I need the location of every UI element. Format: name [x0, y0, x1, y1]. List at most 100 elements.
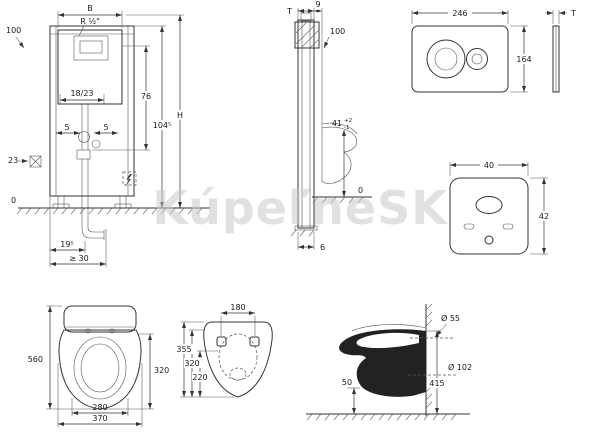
- big-flush-button-outer: [426, 39, 466, 79]
- hidden-bowl-edge: [218, 333, 258, 381]
- fitting-circle: [78, 131, 90, 143]
- mat-oval-hole: [475, 196, 503, 214]
- dim-100-side: 100: [330, 27, 345, 36]
- dim-42: 42: [539, 212, 549, 221]
- ext-bottom: [49, 196, 107, 267]
- raw-floor-hatching: [290, 229, 315, 237]
- dim-415: 415: [429, 379, 444, 388]
- side-foot-plate: [294, 225, 318, 231]
- fitting-circle-2: [91, 139, 101, 149]
- mat-slot-left: [463, 223, 475, 230]
- dim-55: Ø 55: [441, 313, 460, 323]
- bowl-side-outline: [321, 126, 357, 184]
- dim-100: 100: [6, 26, 21, 35]
- flush-pipe: [81, 104, 89, 228]
- hinge-left: [85, 328, 91, 334]
- mat-outline: [449, 177, 529, 255]
- mat-slot-right: [502, 223, 514, 230]
- top-extension-lines: [57, 11, 184, 28]
- watermark: KúpeľneSK: [152, 181, 449, 235]
- frame-side-view: T 9 100 41 +2 -1 0 6: [286, 0, 372, 252]
- seat-profile-line: [351, 324, 427, 332]
- seat-side-line: [321, 122, 358, 135]
- ext-320-plan: [104, 333, 154, 410]
- dim-5-right: 5: [103, 123, 108, 132]
- tank-hatching: [295, 22, 319, 49]
- ext-plate-T: [552, 10, 560, 24]
- dim-B: B: [87, 4, 93, 13]
- bottom-outline: [203, 321, 273, 398]
- foot-plate-right: [114, 203, 132, 209]
- toilet-bottom-view: 180 355 320 220: [176, 303, 273, 398]
- inspection-opening: [73, 35, 109, 61]
- finished-floor-hatching: [312, 196, 364, 204]
- label-bg-320-bottom: [184, 358, 201, 368]
- foot-plate-left: [52, 203, 70, 209]
- dim-0: 0: [11, 196, 16, 205]
- r-half-leader: [78, 25, 85, 37]
- label-bg-40: [480, 160, 498, 170]
- connection-box-cross: [29, 155, 42, 168]
- dim-280: 280: [92, 403, 107, 412]
- dim-320-plan: 320: [154, 366, 169, 375]
- dim-50: 50: [342, 378, 352, 387]
- dim-23: 23: [8, 156, 18, 165]
- dim-246: 246: [452, 9, 467, 18]
- dim-plate-T: T: [570, 9, 576, 18]
- dim-104-5: 104⁵: [153, 121, 171, 130]
- dim-6: 6: [320, 243, 325, 252]
- ref-100-arrow: [15, 36, 25, 49]
- cistern-box: [57, 29, 123, 105]
- profile-outline: [297, 19, 315, 229]
- dim-19-5: 19⁵: [60, 240, 73, 249]
- mat-round-hole: [484, 235, 494, 245]
- seat-ring-inner: [80, 343, 120, 393]
- frame-outline: [49, 25, 135, 197]
- dim-R-half: R ½": [80, 17, 100, 26]
- ext-370: [57, 363, 143, 427]
- label-bg-104-5: [151, 120, 173, 130]
- flush-plate-side-view: T: [545, 9, 576, 93]
- small-flush-button-inner: [471, 53, 483, 65]
- bowl-plan-outline: [58, 329, 142, 410]
- insulation-mat-view: 40 42: [449, 160, 555, 255]
- drain-elbow: [81, 227, 107, 241]
- small-flush-button-outer: [466, 48, 488, 70]
- flash-icon: [125, 174, 132, 186]
- label-bg-76: [138, 91, 154, 101]
- cistern-front-view: B R ½" 100 18/23 5 5 23 0 76 104⁵ H 19⁵ …: [6, 4, 210, 267]
- toilet-plan-view: 560 320 280 370: [28, 305, 169, 427]
- ext-560: [46, 305, 96, 410]
- label-bg-164: [513, 54, 535, 64]
- dim-76: 76: [141, 92, 151, 101]
- dim-5-left: 5: [64, 123, 69, 132]
- ext-180: [220, 316, 256, 336]
- ref-100-arrow-side: [323, 36, 330, 49]
- dim-9: 9: [315, 0, 320, 9]
- label-bg-355: [176, 344, 193, 354]
- dim-30: ≥ 30: [69, 254, 88, 263]
- ext-T: [297, 8, 315, 20]
- bowl-cavity: [356, 332, 419, 349]
- big-flush-button-inner: [434, 47, 458, 71]
- label-bg-415: [428, 378, 447, 388]
- dim-0-side: 0: [358, 186, 363, 195]
- dim-355: 355: [176, 345, 191, 354]
- frame-rails: [50, 26, 134, 196]
- dim-arrows-9: [314, 9, 322, 13]
- electrical-box: [122, 171, 137, 186]
- label-bg-220: [192, 372, 209, 382]
- flush-valve-top: [79, 40, 103, 54]
- dim-220: 220: [192, 373, 207, 382]
- floor-hatching-side: [306, 413, 457, 421]
- leader-55: [435, 323, 448, 337]
- label-bg-H: [173, 110, 187, 120]
- fixing-hole-right: [249, 336, 260, 347]
- bend-housing: [76, 149, 91, 160]
- dim-370: 370: [92, 414, 107, 423]
- dim-164: 164: [516, 55, 531, 64]
- hidden-outlet: [229, 367, 247, 381]
- dim-102: Ø 102: [448, 362, 472, 372]
